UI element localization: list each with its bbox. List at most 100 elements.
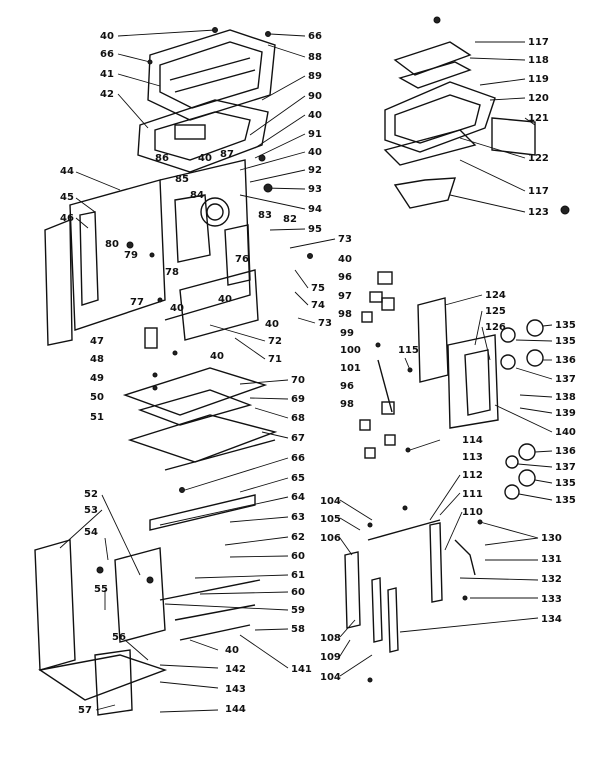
callout-label: 105 <box>320 514 341 525</box>
callout-label: 96 <box>338 272 352 283</box>
callout-label: 135 <box>555 336 576 347</box>
burner-grate-assembly <box>137 99 269 173</box>
control-knobs <box>500 319 544 500</box>
callout-label: 144 <box>225 704 246 715</box>
callout-label: 60 <box>291 551 305 562</box>
callout-label: 82 <box>283 214 297 225</box>
callout-label: 40 <box>308 110 322 121</box>
callout-label: 122 <box>528 153 549 164</box>
hardware-screws <box>96 16 570 683</box>
callout-label: 138 <box>555 392 576 403</box>
callout-label: 67 <box>291 433 305 444</box>
callout-label: 40 <box>100 31 114 42</box>
callout-label: 58 <box>291 624 305 635</box>
callout-label: 50 <box>90 392 104 403</box>
callout-label: 132 <box>541 574 562 585</box>
callout-label: 59 <box>291 605 305 616</box>
callout-label: 90 <box>308 91 322 102</box>
callout-label: 53 <box>84 505 98 516</box>
callout-label: 85 <box>175 174 189 185</box>
callout-label: 131 <box>541 554 562 565</box>
callout-label: 74 <box>311 300 325 311</box>
callout-label: 141 <box>291 664 312 675</box>
callout-label: 66 <box>308 31 322 42</box>
callout-label: 48 <box>90 354 104 365</box>
callout-label: 66 <box>100 49 114 60</box>
callout-label: 64 <box>291 492 305 503</box>
callout-label: 51 <box>90 412 104 423</box>
callout-label: 140 <box>555 427 576 438</box>
callout-label: 136 <box>555 446 576 457</box>
callout-label: 77 <box>130 297 144 308</box>
callout-label: 78 <box>165 267 179 278</box>
callout-label: 63 <box>291 512 305 523</box>
callout-label: 80 <box>105 239 119 250</box>
callout-label: 40 <box>210 351 224 362</box>
callout-label: 87 <box>220 149 234 160</box>
callout-label: 124 <box>485 290 506 301</box>
callout-label: 109 <box>320 652 341 663</box>
callout-label: 104 <box>320 672 341 683</box>
callout-label: 106 <box>320 533 341 544</box>
callout-label: 101 <box>340 363 361 374</box>
callout-label: 40 <box>338 254 352 265</box>
callout-label: 65 <box>291 473 305 484</box>
callout-label: 69 <box>291 394 305 405</box>
callout-label: 99 <box>340 328 354 339</box>
callout-label: 40 <box>218 294 232 305</box>
callout-label: 139 <box>555 408 576 419</box>
callout-label: 114 <box>462 435 483 446</box>
callout-label: 73 <box>318 318 332 329</box>
callout-label: 41 <box>100 69 114 80</box>
callout-label: 137 <box>555 462 576 473</box>
callout-label: 40 <box>170 303 184 314</box>
callout-label: 68 <box>291 413 305 424</box>
callout-labels: 40 66 88 66 41 89 42 90 40 91 86 40 87 4… <box>60 31 576 716</box>
callout-label: 40 <box>265 319 279 330</box>
callout-label: 47 <box>90 336 104 347</box>
callout-label: 49 <box>90 373 104 384</box>
callout-label: 134 <box>541 614 562 625</box>
main-cabinet-body <box>44 159 259 346</box>
callout-label: 40 <box>225 645 239 656</box>
control-panel-upper <box>417 297 499 429</box>
callout-label: 125 <box>485 306 506 317</box>
callout-label: 54 <box>84 527 98 538</box>
callout-label: 117 <box>528 37 549 48</box>
callout-label: 40 <box>308 147 322 158</box>
callout-label: 45 <box>60 192 74 203</box>
callout-label: 96 <box>340 381 354 392</box>
callout-label: 94 <box>308 204 322 215</box>
callout-label: 123 <box>528 207 549 218</box>
callout-label: 137 <box>555 374 576 385</box>
top-panel-assembly <box>147 29 276 121</box>
oven-door-assembly <box>34 539 261 716</box>
callout-label: 70 <box>291 375 305 386</box>
callout-label: 71 <box>268 354 282 365</box>
callout-label: 95 <box>308 224 322 235</box>
callout-label: 135 <box>555 320 576 331</box>
callout-label: 111 <box>462 489 483 500</box>
callout-label: 86 <box>155 153 169 164</box>
callout-label: 108 <box>320 633 341 644</box>
callout-label: 91 <box>308 129 322 140</box>
broiler-pan-assembly <box>383 41 536 209</box>
callout-label: 115 <box>398 345 419 356</box>
callout-label: 117 <box>528 186 549 197</box>
callout-label: 88 <box>308 52 322 63</box>
valve-parts-column <box>359 271 396 459</box>
callout-label: 57 <box>78 705 92 716</box>
callout-label: 136 <box>555 355 576 366</box>
callout-label: 133 <box>541 594 562 605</box>
callout-label: 60 <box>291 587 305 598</box>
callout-label: 118 <box>528 55 549 66</box>
callout-label: 89 <box>308 71 322 82</box>
callout-label: 110 <box>462 507 483 518</box>
callout-label: 113 <box>462 452 483 463</box>
callout-label: 119 <box>528 74 549 85</box>
callout-label: 104 <box>320 496 341 507</box>
callout-label: 73 <box>338 234 352 245</box>
leader-lines <box>59 29 553 713</box>
callout-label: 135 <box>555 495 576 506</box>
